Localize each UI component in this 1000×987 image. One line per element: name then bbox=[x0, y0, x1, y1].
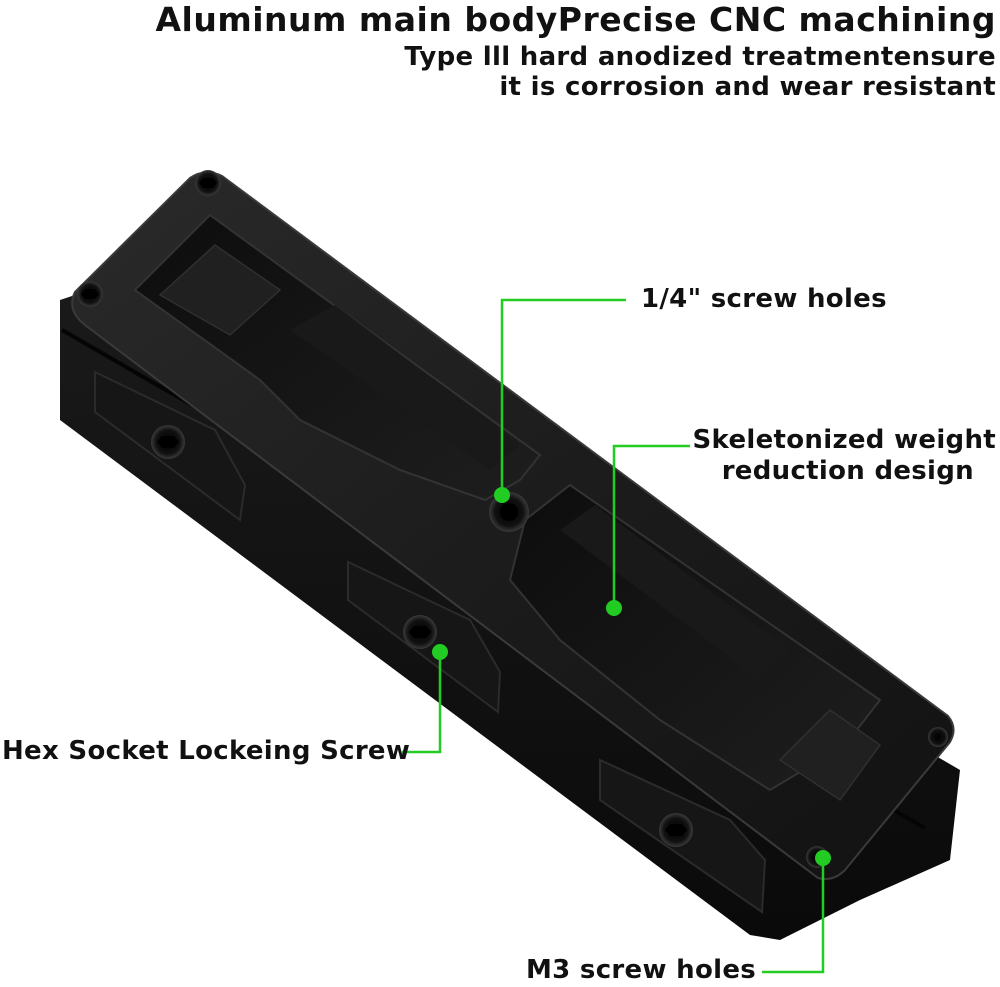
callout-skeletonized-line-2: reduction design bbox=[721, 456, 974, 486]
hex-screw-top-left bbox=[195, 170, 221, 196]
callout-lines bbox=[402, 298, 825, 974]
callout-hex-socket-screw: Hex Socket Lockeing Screw bbox=[2, 736, 411, 766]
hex-screw-left bbox=[77, 281, 103, 307]
leader-m3-holes bbox=[762, 858, 825, 974]
dot-quarter-holes bbox=[494, 487, 510, 503]
leader-skeletonized bbox=[612, 444, 690, 608]
subheadline-line-1: Type lll hard anodized treatmentensure bbox=[404, 42, 996, 72]
side-hex-screw-2 bbox=[403, 615, 437, 649]
callout-m3-holes: M3 screw holes bbox=[526, 955, 757, 985]
callout-dots bbox=[432, 487, 831, 866]
callout-quarter-inch-holes: 1/4" screw holes bbox=[641, 284, 887, 314]
leader-hex-screw bbox=[402, 652, 442, 754]
m3-hole-right bbox=[928, 727, 948, 747]
dot-skeletonized bbox=[606, 600, 622, 616]
side-hex-screw-3 bbox=[659, 813, 693, 847]
dot-m3-holes bbox=[815, 850, 831, 866]
subheadline-line-2: it is corrosion and wear resistant bbox=[499, 72, 996, 102]
headline: Aluminum main bodyPrecise CNC machining bbox=[155, 0, 996, 39]
side-hex-screw-1 bbox=[151, 425, 185, 459]
leader-quarter-holes bbox=[500, 298, 626, 495]
dot-hex-screw bbox=[432, 644, 448, 660]
callout-skeletonized-line-1: Skeletonized weight bbox=[692, 425, 996, 455]
